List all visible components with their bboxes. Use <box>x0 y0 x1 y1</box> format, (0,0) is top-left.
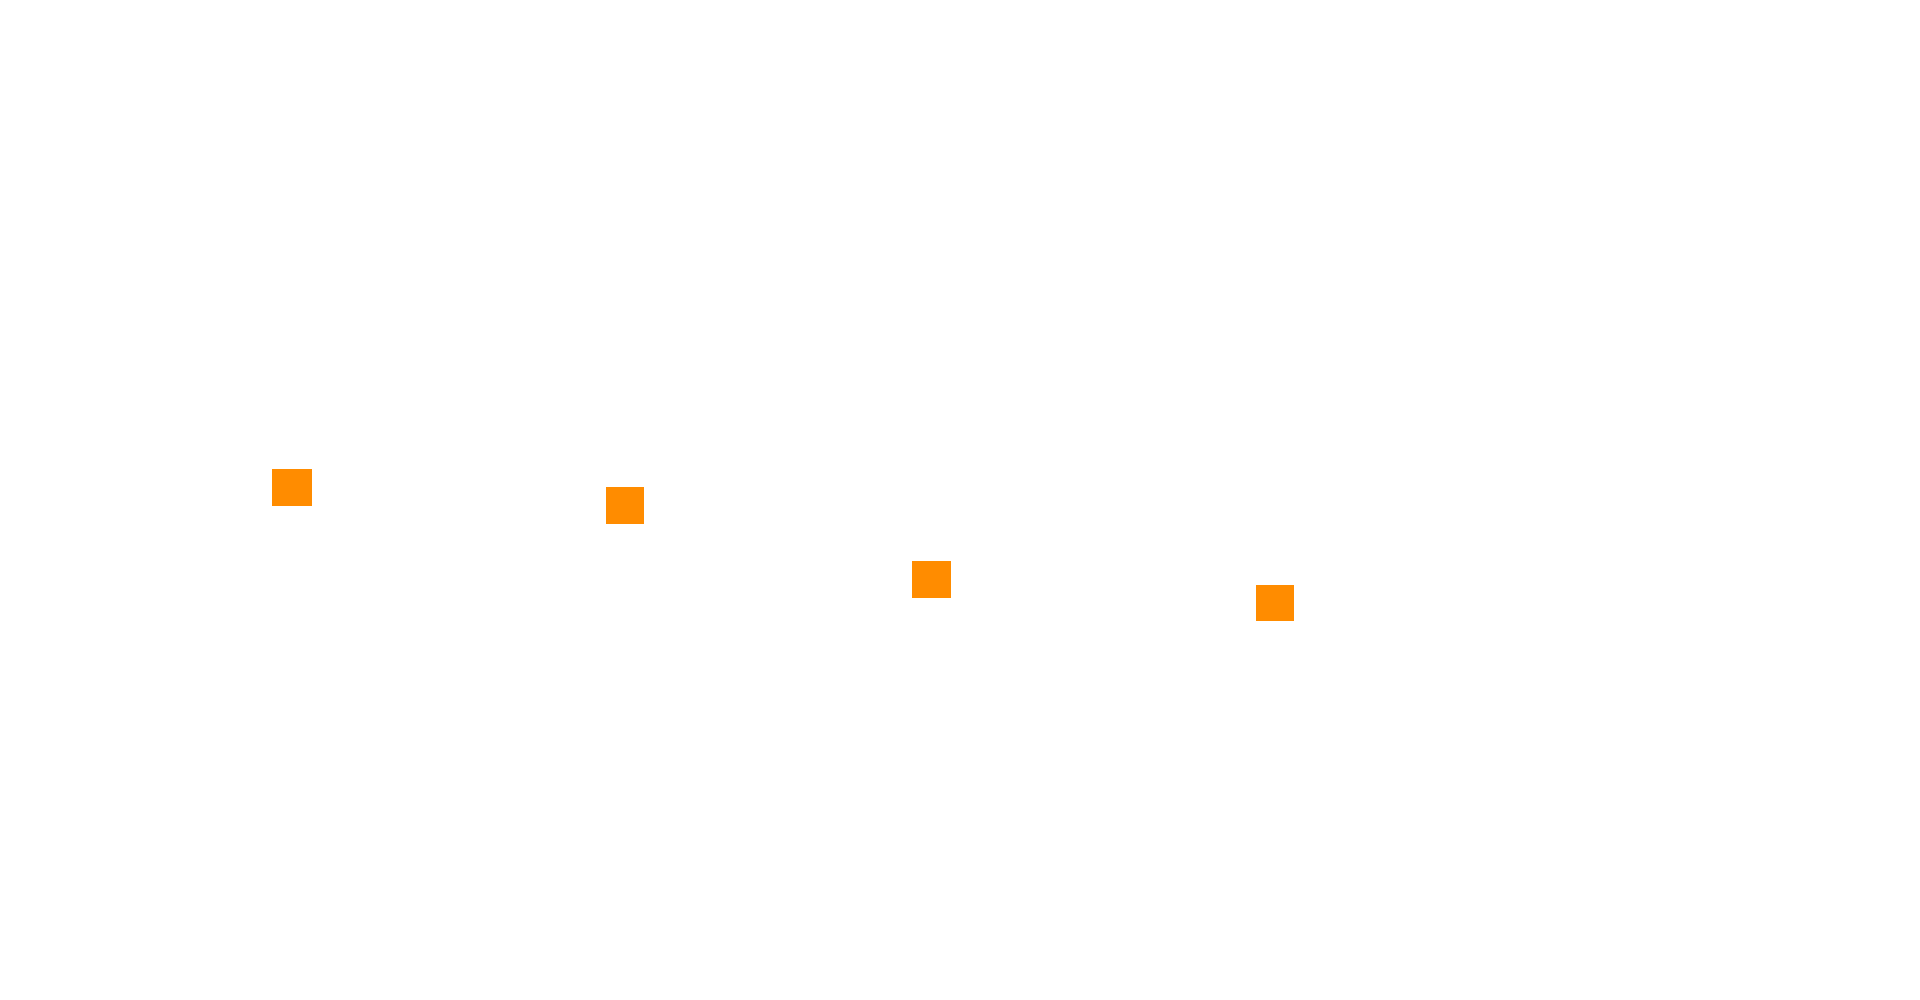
orange-square-marker[interactable] <box>606 487 644 524</box>
orange-square-marker[interactable] <box>912 561 951 598</box>
orange-square-marker[interactable] <box>1256 585 1294 621</box>
orange-square-marker[interactable] <box>272 469 312 506</box>
